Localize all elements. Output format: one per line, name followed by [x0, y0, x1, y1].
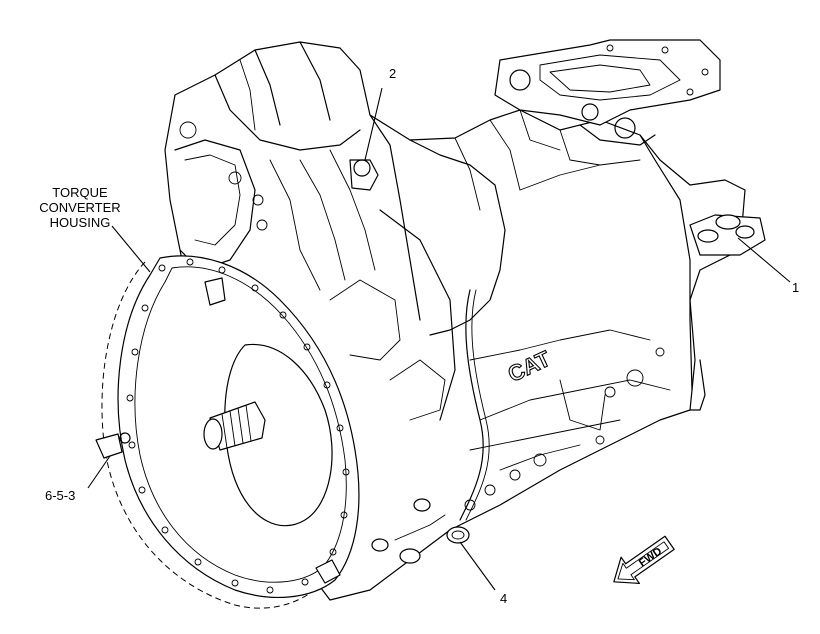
- flange-bolt-holes: [126, 258, 350, 594]
- fwd-arrow: FWD: [613, 535, 675, 585]
- housing-label-line2: CONVERTER: [39, 200, 120, 215]
- callout-1: 1: [792, 280, 799, 295]
- leader-1: [737, 237, 791, 283]
- leader-2: [364, 87, 383, 161]
- leader-lines: [87, 87, 791, 591]
- clip-6-5-3: [95, 432, 131, 459]
- input-shaft: [203, 401, 266, 451]
- leader-4: [459, 541, 496, 591]
- callout-4: 4: [500, 591, 507, 606]
- lower-fitting: [371, 498, 470, 564]
- housing-label-line3: HOUSING: [50, 215, 111, 230]
- torque-converter-housing: [101, 255, 360, 609]
- plug-assembly-right: [689, 214, 766, 256]
- housing-label-line1: TORQUE: [52, 185, 108, 200]
- mounting-bracket: [494, 39, 721, 146]
- leader-housing: [111, 225, 151, 273]
- callout-2: 2: [389, 66, 396, 81]
- housing-label: TORQUE CONVERTER HOUSING: [39, 185, 120, 230]
- leader-6-5-3: [87, 455, 111, 489]
- callout-6-5-3: 6-5-3: [45, 488, 75, 503]
